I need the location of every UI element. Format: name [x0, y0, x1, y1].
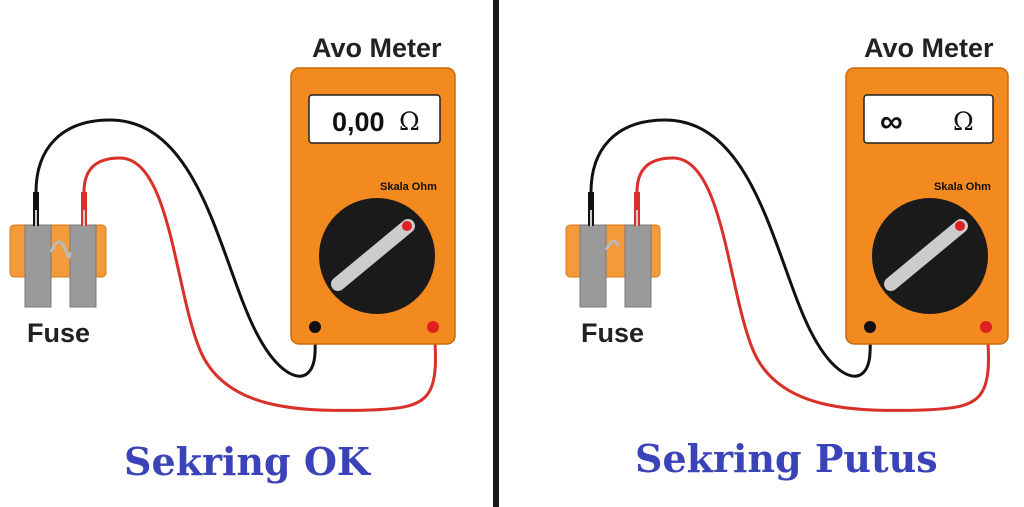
ohm-jack: [427, 321, 439, 333]
black-probe-tip: [588, 192, 594, 226]
blown-fuse-icon: [565, 224, 661, 308]
dial-pointer: [331, 219, 415, 291]
meter-display: [308, 94, 441, 144]
panel-ok-drawing: Fuse Avo Meter 0,00 Ω Skala Ohm: [9, 33, 456, 484]
black-probe-tip: [33, 192, 39, 226]
black-probe-needle: [35, 210, 37, 226]
display-reading: 0,00: [332, 107, 385, 137]
scale-label: Skala Ohm: [934, 181, 991, 193]
panel-fuse-ok: Fuse Avo Meter 0,00 Ω Skala Ohm: [0, 0, 500, 507]
com-jack: [864, 321, 876, 333]
black-test-lead: [589, 118, 872, 378]
caption-fuse-blown: Sekring Putus: [635, 436, 938, 481]
display-unit: Ω: [399, 107, 420, 136]
selector-dial[interactable]: [872, 198, 988, 314]
display-reading: ∞: [880, 103, 903, 139]
black-test-lead: [34, 118, 317, 378]
red-test-lead: [82, 156, 438, 412]
red-probe-needle: [83, 210, 85, 226]
panel-blown-drawing: Fuse Avo Meter ∞ Ω Skala Ohm: [565, 33, 1009, 481]
fuse-label: Fuse: [581, 318, 644, 348]
red-probe-needle: [636, 210, 638, 226]
com-jack: [309, 321, 321, 333]
panel-fuse-blown: Fuse Avo Meter ∞ Ω Skala Ohm: [530, 0, 1024, 507]
caption-fuse-ok: Sekring OK: [124, 439, 372, 484]
fuse-icon: [9, 224, 107, 308]
red-probe-tip: [634, 192, 640, 226]
red-probe-tip: [81, 192, 87, 226]
dial-pointer: [884, 219, 968, 291]
meter-title: Avo Meter: [312, 33, 442, 63]
black-probe-needle: [590, 210, 592, 226]
meter-title: Avo Meter: [864, 33, 994, 63]
fuse-label: Fuse: [27, 318, 90, 348]
selector-dial[interactable]: [319, 198, 435, 314]
dial-indicator: [955, 221, 965, 231]
scale-label: Skala Ohm: [380, 181, 437, 193]
dial-indicator: [402, 221, 412, 231]
ohm-jack: [980, 321, 992, 333]
red-test-lead: [635, 156, 991, 412]
panel-divider: [493, 0, 499, 507]
meter-display: [863, 94, 994, 144]
display-unit: Ω: [953, 107, 974, 136]
